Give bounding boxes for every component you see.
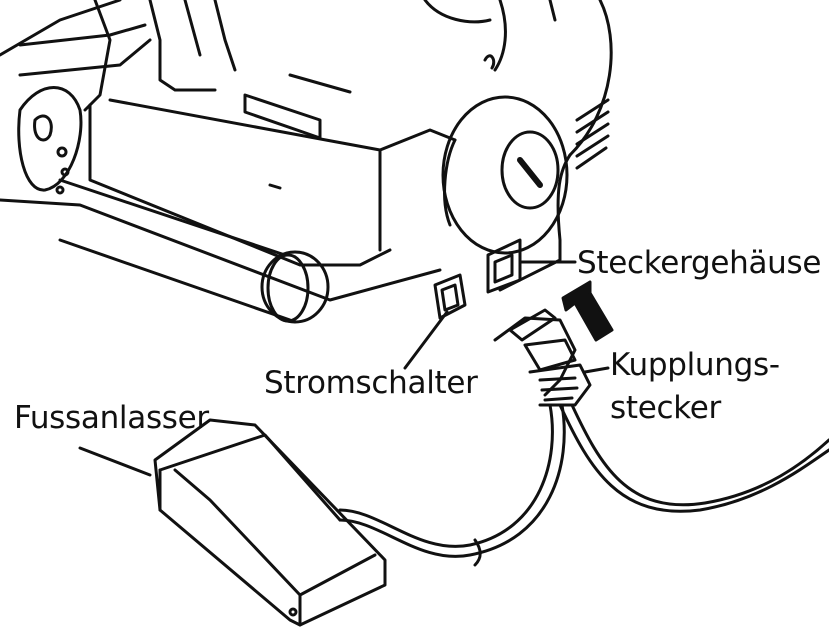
power-cables xyxy=(338,403,829,567)
label-kupplungsstecker-line2: stecker xyxy=(610,390,721,426)
coupling-plug xyxy=(493,308,592,407)
leader-line-stromschalter xyxy=(403,310,449,370)
leader-line-kupplungsstecker xyxy=(583,366,610,374)
label-steckergehaeuse: Steckergehäuse xyxy=(577,245,822,281)
sewing-machine xyxy=(0,0,613,324)
label-kupplungsstecker-line1: Kupplungs- xyxy=(610,347,780,383)
label-stromschalter: Stromschalter xyxy=(264,365,478,401)
label-fussanlasser: Fussanlasser xyxy=(14,400,209,436)
leader-line-fussanlasser xyxy=(78,446,152,477)
foot-pedal xyxy=(153,418,387,627)
insertion-arrow-icon xyxy=(561,280,614,342)
